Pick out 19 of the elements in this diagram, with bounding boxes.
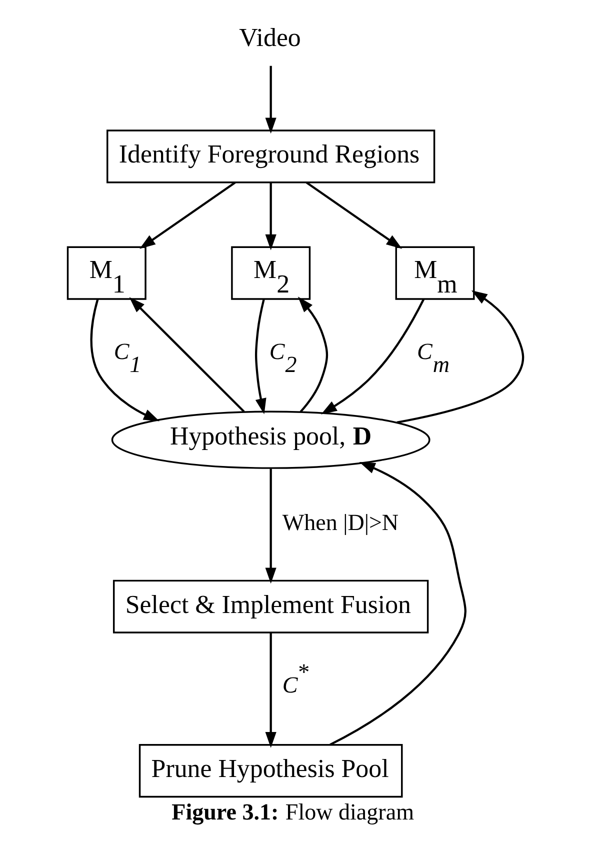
arrow (129, 297, 245, 412)
arrow (265, 182, 276, 250)
arrow (396, 290, 524, 424)
edge-label: When |D|>N (282, 509, 399, 535)
node-box: Select & Implement Fusion (112, 580, 429, 634)
arrow (298, 296, 328, 413)
arrow (254, 299, 266, 414)
node-box: Prune Hypothesis Pool (138, 744, 403, 798)
arrow (265, 66, 276, 134)
arrow (330, 462, 466, 746)
arrow (265, 632, 276, 748)
node-text: Video (239, 23, 301, 52)
arrow (321, 298, 425, 414)
arrow (140, 182, 236, 249)
node-box: Identify Foreground Regions (106, 130, 436, 184)
arrow (90, 298, 160, 422)
caption: Figure 3.1: Flow diagram (172, 798, 414, 824)
arrow (265, 468, 276, 584)
arrow (306, 182, 402, 249)
